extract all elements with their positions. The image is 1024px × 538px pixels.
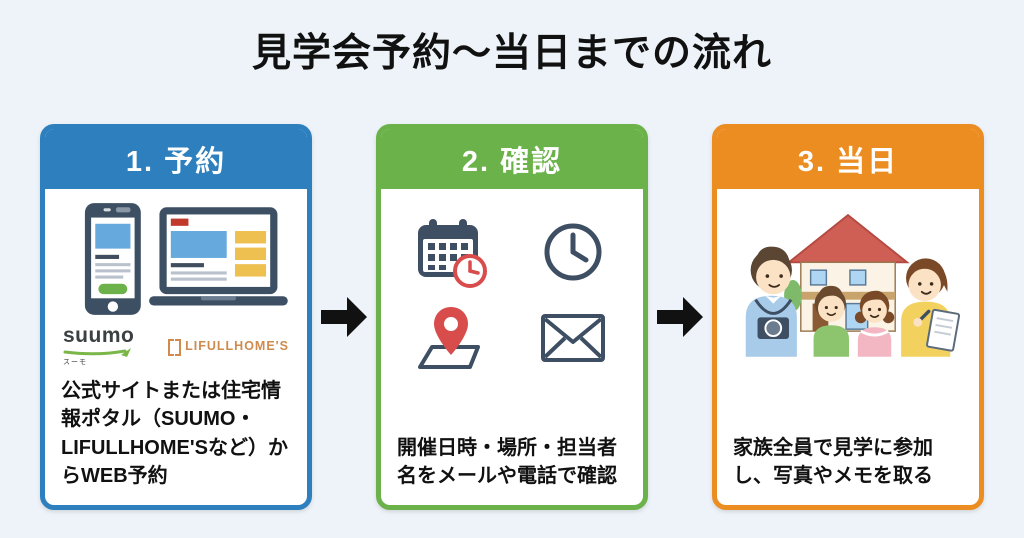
lifull-bracket-icon: [168, 339, 182, 356]
girl-figure: [854, 290, 895, 357]
flow-arrow: [657, 296, 703, 338]
flow-arrow: [321, 296, 367, 338]
portal-logos: suumo スーモ LIFULLHOME'S: [61, 325, 291, 366]
map-pin-icon: [418, 307, 480, 369]
suumo-logo: suumo スーモ: [63, 325, 141, 366]
family-with-house-illustration: [745, 213, 961, 357]
suumo-logo-subtext: スーモ: [63, 359, 87, 366]
step-panel-reservation: 1. 予約: [40, 124, 312, 510]
smartphone-icon: [84, 203, 141, 315]
lifull-logo-text: LIFULLHOME'S: [185, 338, 289, 353]
confirmation-icons: [408, 215, 616, 371]
mother-figure: [901, 258, 961, 357]
right-arrow-icon: [657, 297, 703, 337]
father-figure: [745, 246, 797, 357]
suumo-swoosh-icon: [63, 348, 131, 357]
step-header-confirmation: 2. 確認: [381, 129, 643, 189]
step-header-tour-day: 3. 当日: [717, 129, 979, 189]
right-arrow-icon: [321, 297, 367, 337]
smartphone-laptop-illustration: [84, 203, 288, 315]
step-description-confirmation: 開催日時・場所・担当者名をメールや電話で確認: [397, 436, 617, 488]
laptop-icon: [149, 207, 288, 306]
boy-figure: [813, 285, 849, 357]
flow-diagram: 1. 予約: [40, 124, 984, 510]
lifull-homes-logo: LIFULLHOME'S: [168, 338, 289, 356]
page-title: 見学会予約〜当日までの流れ: [251, 32, 772, 75]
calendar-clock-icon: [418, 219, 487, 288]
envelope-icon: [541, 314, 605, 362]
step-description-tour-day: 家族全員で見学に参加し、写真やメモを取る: [733, 436, 933, 488]
suumo-logo-text: suumo: [63, 324, 135, 347]
clock-icon: [544, 223, 602, 281]
step-header-reservation: 1. 予約: [45, 129, 307, 189]
step-panel-confirmation: 2. 確認: [376, 124, 648, 510]
step-description-reservation: 公式サイトまたは住宅情報ポタル（SUUMO・LIFULLHOME'Sなど）からW…: [61, 379, 288, 488]
step-panel-tour-day: 3. 当日: [712, 124, 984, 510]
